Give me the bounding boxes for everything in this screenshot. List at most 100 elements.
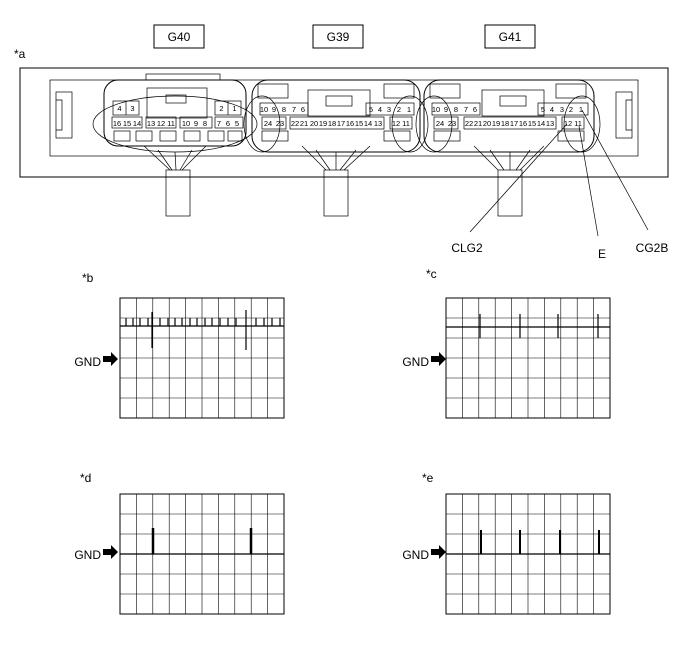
svg-text:11: 11 bbox=[402, 119, 410, 128]
svg-text:17: 17 bbox=[510, 119, 518, 128]
figure-label-a: *a bbox=[14, 47, 26, 61]
connector-g39-label-box bbox=[312, 24, 364, 49]
svg-text:12: 12 bbox=[157, 119, 165, 128]
waveform-e-label: *e bbox=[422, 471, 434, 485]
waveform-c-label: *c bbox=[426, 267, 437, 281]
svg-text:14: 14 bbox=[537, 119, 545, 128]
connector-g39: 10 9 8 7 6 5 4 3 2 1 24 23 22 21 20 19 1… bbox=[243, 79, 429, 153]
svg-text:13: 13 bbox=[147, 119, 155, 128]
svg-text:3: 3 bbox=[130, 104, 134, 113]
svg-text:4: 4 bbox=[550, 105, 554, 114]
svg-text:17: 17 bbox=[337, 119, 345, 128]
waveform-e-gnd-label: GND bbox=[402, 548, 429, 562]
svg-text:12: 12 bbox=[564, 119, 572, 128]
svg-text:15: 15 bbox=[123, 119, 131, 128]
svg-text:3: 3 bbox=[560, 105, 564, 114]
waveform-c-gnd-label: GND bbox=[402, 355, 429, 369]
connector-g39-label: G39 bbox=[327, 30, 350, 44]
svg-text:20: 20 bbox=[310, 119, 318, 128]
svg-text:4: 4 bbox=[378, 105, 382, 114]
waveform-c-trace bbox=[446, 314, 610, 338]
ecu-housing-inner bbox=[49, 79, 639, 157]
svg-text:2: 2 bbox=[397, 105, 401, 114]
waveform-d-label: *d bbox=[80, 471, 91, 485]
waveform-b-gnd-label: GND bbox=[74, 355, 101, 369]
callout-e: E bbox=[598, 247, 606, 261]
connector-g41: 10 9 8 7 6 5 4 3 2 1 24 23 22 21 20 19 1… bbox=[415, 79, 601, 153]
svg-text:14: 14 bbox=[364, 119, 372, 128]
connector-g40-label-box bbox=[153, 24, 205, 49]
svg-text:8: 8 bbox=[454, 105, 458, 114]
svg-text:5: 5 bbox=[235, 119, 239, 128]
waveform-d-gnd-label: GND bbox=[74, 548, 101, 562]
pin-callouts: CLG2 E CG2B bbox=[451, 109, 669, 261]
svg-text:4: 4 bbox=[117, 104, 121, 113]
waveform-d: *d GND bbox=[74, 471, 285, 615]
connector-g41-label: G41 bbox=[499, 30, 522, 44]
waveform-d-trace bbox=[120, 528, 284, 555]
svg-text:10: 10 bbox=[182, 119, 190, 128]
svg-text:20: 20 bbox=[483, 119, 491, 128]
svg-text:14: 14 bbox=[133, 119, 141, 128]
svg-text:24: 24 bbox=[436, 119, 444, 128]
svg-text:6: 6 bbox=[473, 105, 477, 114]
waveform-d-gnd-arrow-icon bbox=[103, 545, 118, 559]
svg-text:1: 1 bbox=[579, 105, 583, 114]
svg-text:19: 19 bbox=[492, 119, 500, 128]
svg-text:9: 9 bbox=[444, 105, 448, 114]
svg-text:12: 12 bbox=[392, 119, 400, 128]
svg-text:16: 16 bbox=[519, 119, 527, 128]
svg-text:16: 16 bbox=[113, 119, 121, 128]
svg-text:13: 13 bbox=[546, 119, 554, 128]
svg-text:6: 6 bbox=[226, 119, 230, 128]
svg-text:1: 1 bbox=[232, 104, 236, 113]
svg-text:21: 21 bbox=[300, 119, 308, 128]
connector-g41-label-box bbox=[484, 24, 536, 49]
svg-text:13: 13 bbox=[374, 119, 382, 128]
waveform-c-grid bbox=[445, 297, 611, 419]
waveform-b: *b GND bbox=[74, 271, 285, 419]
svg-text:16: 16 bbox=[346, 119, 354, 128]
waveform-b-grid bbox=[119, 297, 285, 419]
waveform-b-trace bbox=[120, 310, 284, 350]
svg-text:7: 7 bbox=[464, 105, 468, 114]
svg-text:2: 2 bbox=[219, 104, 223, 113]
svg-text:5: 5 bbox=[369, 105, 373, 114]
svg-text:15: 15 bbox=[528, 119, 536, 128]
waveform-e: *e GND bbox=[402, 471, 611, 615]
svg-text:7: 7 bbox=[292, 105, 296, 114]
svg-text:21: 21 bbox=[474, 119, 482, 128]
svg-text:19: 19 bbox=[319, 119, 327, 128]
svg-text:1: 1 bbox=[407, 105, 411, 114]
svg-text:11: 11 bbox=[574, 119, 582, 128]
waveform-e-gnd-arrow-icon bbox=[431, 545, 446, 559]
svg-text:22: 22 bbox=[291, 119, 299, 128]
svg-text:8: 8 bbox=[203, 119, 207, 128]
ecu-housing bbox=[19, 67, 669, 178]
svg-text:18: 18 bbox=[501, 119, 509, 128]
waveform-c-gnd-arrow-icon bbox=[431, 352, 446, 366]
waveform-e-trace bbox=[446, 530, 610, 555]
svg-text:8: 8 bbox=[282, 105, 286, 114]
connector-g40: 4 3 2 1 16 15 14 13 12 11 10 9 8 7 6 5 bbox=[92, 73, 258, 153]
connector-figure: *a G40 G39 G41 4 3 2 1 bbox=[14, 24, 669, 261]
svg-text:7: 7 bbox=[217, 119, 221, 128]
svg-text:9: 9 bbox=[194, 119, 198, 128]
svg-text:10: 10 bbox=[260, 105, 268, 114]
svg-text:11: 11 bbox=[167, 119, 175, 128]
svg-text:9: 9 bbox=[272, 105, 276, 114]
svg-text:18: 18 bbox=[328, 119, 336, 128]
svg-text:22: 22 bbox=[465, 119, 473, 128]
callout-cg2b: CG2B bbox=[636, 241, 669, 255]
waveform-b-gnd-arrow-icon bbox=[103, 352, 118, 366]
connector-g40-label: G40 bbox=[168, 30, 191, 44]
svg-text:5: 5 bbox=[541, 105, 545, 114]
wire-harnesses bbox=[143, 145, 545, 217]
waveform-c: *c GND bbox=[402, 267, 611, 419]
waveform-b-label: *b bbox=[82, 271, 94, 285]
svg-text:2: 2 bbox=[569, 105, 573, 114]
svg-text:6: 6 bbox=[301, 105, 305, 114]
callout-clg2: CLG2 bbox=[451, 241, 483, 255]
svg-text:10: 10 bbox=[432, 105, 440, 114]
